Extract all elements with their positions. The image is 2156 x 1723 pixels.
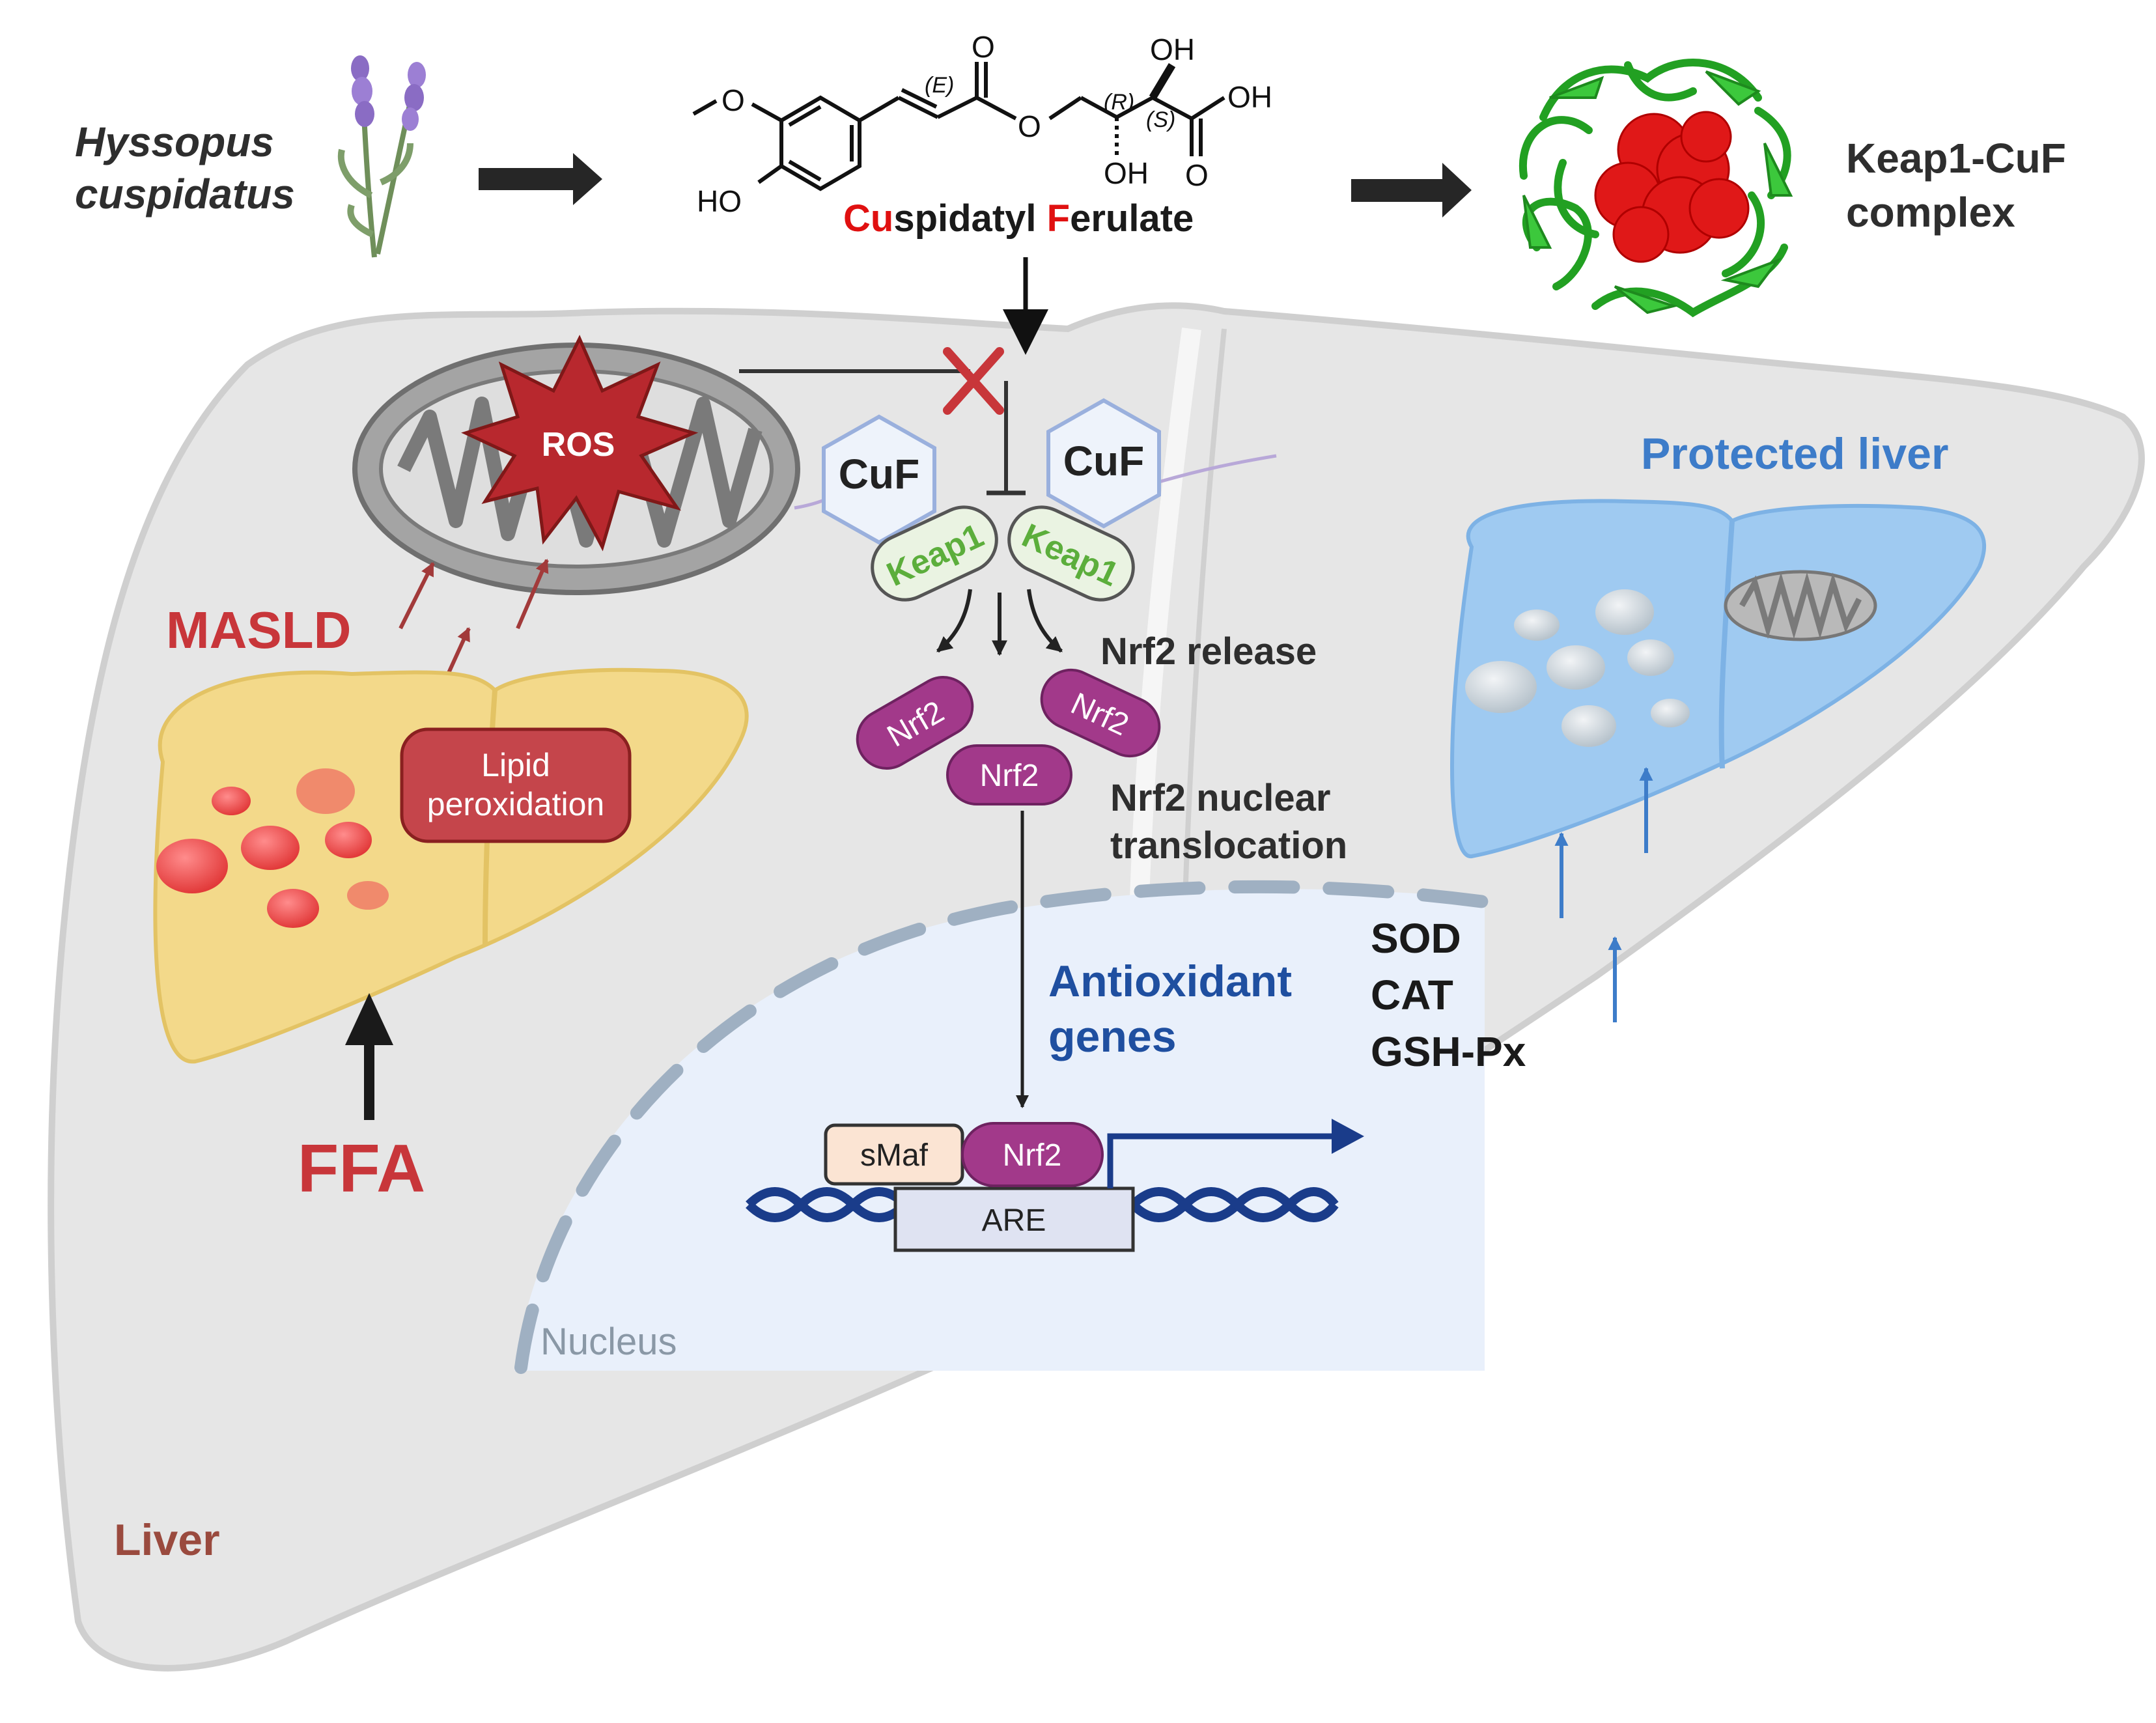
atom-ester-carbonyl-o: O (972, 30, 995, 64)
atom-acid-carbonyl-o: O (1185, 158, 1209, 192)
atom-hydroxy-top: OH (1150, 33, 1195, 66)
nrf2-bound: Nrf2 (961, 1122, 1104, 1187)
release-arrows (936, 589, 1063, 656)
complex-label-line1: Keap1-CuF (1846, 135, 2066, 182)
are-label: ARE (982, 1203, 1046, 1238)
nrf2-free-a: Nrf2 (856, 676, 974, 770)
gene-gsh-px: GSH-Px (1371, 1028, 1526, 1075)
protected-liver-label: Protected liver (1641, 429, 1948, 479)
atom-phenol-ho: HO (697, 184, 742, 218)
ros-label: ROS (542, 426, 615, 464)
ros-burst: ROS (461, 335, 699, 552)
liver-label: Liver (114, 1515, 220, 1565)
compound-name: Cuspidatyl Ferulate (843, 197, 1194, 240)
lavender-plant-icon (337, 55, 426, 258)
masld-label: MASLD (166, 601, 351, 659)
compound-name-cu: Cu (843, 197, 893, 240)
lipid-peroxidation-line2: peroxidation (427, 786, 604, 822)
plant-name-line2: cuspidatus (75, 171, 295, 217)
dna-helix (746, 1187, 1339, 1222)
stereo-r-label: (R) (1104, 90, 1134, 115)
right-arrow-2 (1351, 163, 1472, 217)
plant-name: Hyssopus cuspidatus (75, 119, 295, 217)
gene-sod: SOD (1371, 915, 1461, 962)
cuf-left-label: CuF (839, 451, 919, 497)
ffa-arrow-head (345, 993, 393, 1045)
nrf2-free-c: Nrf2 (1040, 668, 1161, 758)
antioxidant-genes-line1: Antioxidant (1048, 957, 1292, 1006)
nrf2-bound-label: Nrf2 (1003, 1138, 1062, 1173)
transcription-arrowhead (1332, 1119, 1364, 1154)
atom-methoxy-o: O (721, 83, 745, 117)
block-x-icon (943, 347, 1004, 415)
lipid-droplets (156, 768, 389, 928)
nrf2-b-label: Nrf2 (980, 759, 1039, 793)
cuf-hexagon-right: CuF (1046, 398, 1161, 529)
smaf-box: sMaf (824, 1123, 964, 1186)
right-arrow-1 (479, 153, 602, 205)
ffa-label: FFA (298, 1131, 425, 1207)
structure-atom-labels: O O O OH OH OH O HO (E) (R) (S) (697, 30, 1272, 218)
gene-cat: CAT (1371, 972, 1453, 1018)
protected-liver-icon (1450, 499, 1987, 858)
atom-hydroxy-bottom: OH (1104, 156, 1149, 190)
translocation-line1: Nrf2 nuclear (1110, 777, 1330, 819)
translocation-line2: translocation (1110, 824, 1347, 867)
compound-name-part2: erulate (1070, 197, 1194, 240)
reduced-lipid-droplets (1465, 589, 1690, 747)
compound-name-f: F (1047, 197, 1070, 240)
atom-ester-o: O (1018, 109, 1041, 143)
fatty-liver-icon: Lipid peroxidation (153, 667, 749, 1064)
transcription-arrow (1107, 1133, 1335, 1188)
lipid-peroxidation-box: Lipid peroxidation (400, 727, 632, 843)
cuspidatyl-ferulate-structure (692, 62, 1225, 191)
are-box: ARE (893, 1186, 1135, 1252)
healthy-mitochondrion-icon (1724, 570, 1877, 641)
keap1-cuf-protein-icon (1504, 26, 1797, 322)
complex-label-line2: complex (1846, 189, 2015, 236)
nrf2-free-b: Nrf2 (946, 744, 1072, 805)
down-arrow-head (1003, 309, 1048, 355)
compound-name-part1: spidatyl (893, 197, 1046, 240)
stereo-e-label: (E) (925, 73, 954, 98)
smaf-label: sMaf (860, 1138, 929, 1173)
stereo-s-label: (S) (1146, 107, 1175, 132)
atom-acid-oh: OH (1227, 80, 1272, 114)
antioxidant-genes-line2: genes (1048, 1012, 1177, 1061)
upregulation-arrows (1554, 766, 1653, 1022)
cuf-hexagon-left: CuF (822, 414, 936, 545)
lipid-peroxidation-line1: Lipid (481, 747, 550, 783)
nrf2-release-label: Nrf2 release (1100, 630, 1317, 673)
cuf-right-label: CuF (1063, 438, 1144, 484)
plant-name-line1: Hyssopus (75, 119, 274, 165)
nucleus-label: Nucleus (540, 1321, 677, 1363)
